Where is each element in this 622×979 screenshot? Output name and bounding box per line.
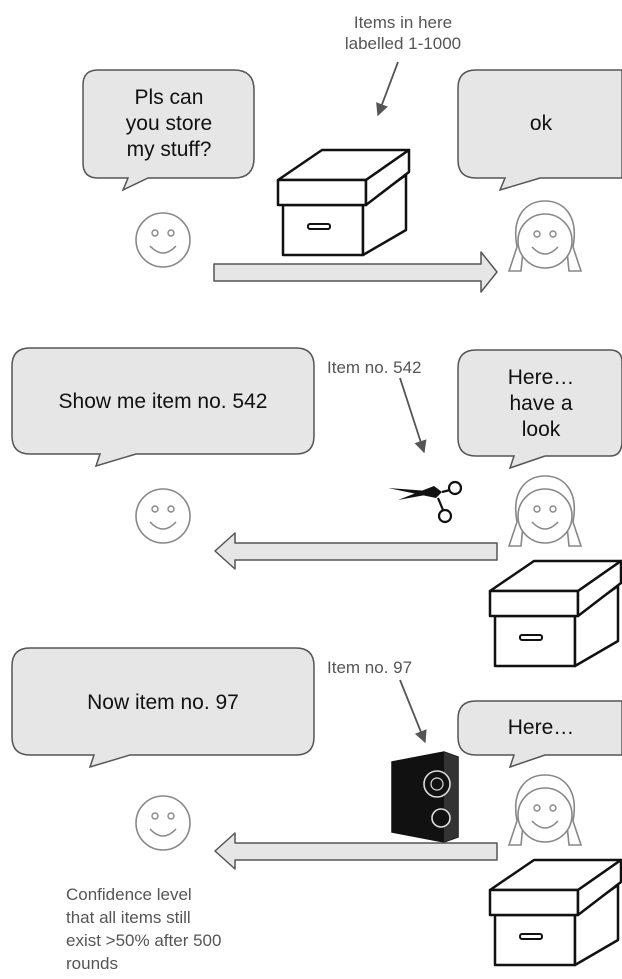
- smiley-face-icon: [508, 200, 582, 272]
- keeper-speech-1: ok: [529, 112, 553, 135]
- speech-bubble-keeper-2: [457, 349, 622, 470]
- speech-bubble-keeper-3: [457, 700, 622, 769]
- customer-speech-2: Show me item no. 542: [58, 390, 268, 413]
- arrow-left-icon: [214, 532, 498, 570]
- speech-bubble-keeper-1: [457, 69, 622, 192]
- annotation-item-97: Item no. 97: [327, 658, 413, 677]
- speech-bubble-customer-2: [11, 347, 315, 468]
- speech-bubble-customer-3: [11, 647, 315, 769]
- smiley-face-icon: [135, 212, 191, 268]
- annotation-arrow-box: [376, 61, 399, 117]
- scissors-icon: [388, 480, 463, 524]
- storage-box-icon: [488, 858, 622, 967]
- confidence-caption: Confidence level that all items still ex…: [66, 885, 222, 973]
- smiley-face-icon: [135, 795, 191, 851]
- annotation-arrow-542: [399, 377, 427, 454]
- smiley-face-icon: [508, 475, 582, 547]
- smiley-face-icon: [508, 774, 582, 846]
- storage-box-icon: [488, 559, 622, 668]
- annotation-item-542: Item no. 542: [327, 358, 422, 377]
- arrow-left-icon: [214, 832, 498, 870]
- customer-speech-1: Pls can you store my stuff?: [125, 86, 213, 161]
- annotation-box-label: Items in here labelled 1-1000: [344, 13, 462, 53]
- speaker-icon: [391, 751, 459, 843]
- storage-box-icon: [276, 148, 411, 257]
- keeper-speech-3: Here…: [507, 716, 575, 739]
- smiley-face-icon: [135, 488, 191, 544]
- keeper-speech-2: Here… have a look: [507, 366, 575, 441]
- arrow-right-icon: [213, 251, 498, 293]
- annotation-arrow-97: [399, 679, 427, 744]
- speech-bubble-customer-1: [82, 69, 255, 192]
- customer-speech-3: Now item no. 97: [87, 690, 239, 714]
